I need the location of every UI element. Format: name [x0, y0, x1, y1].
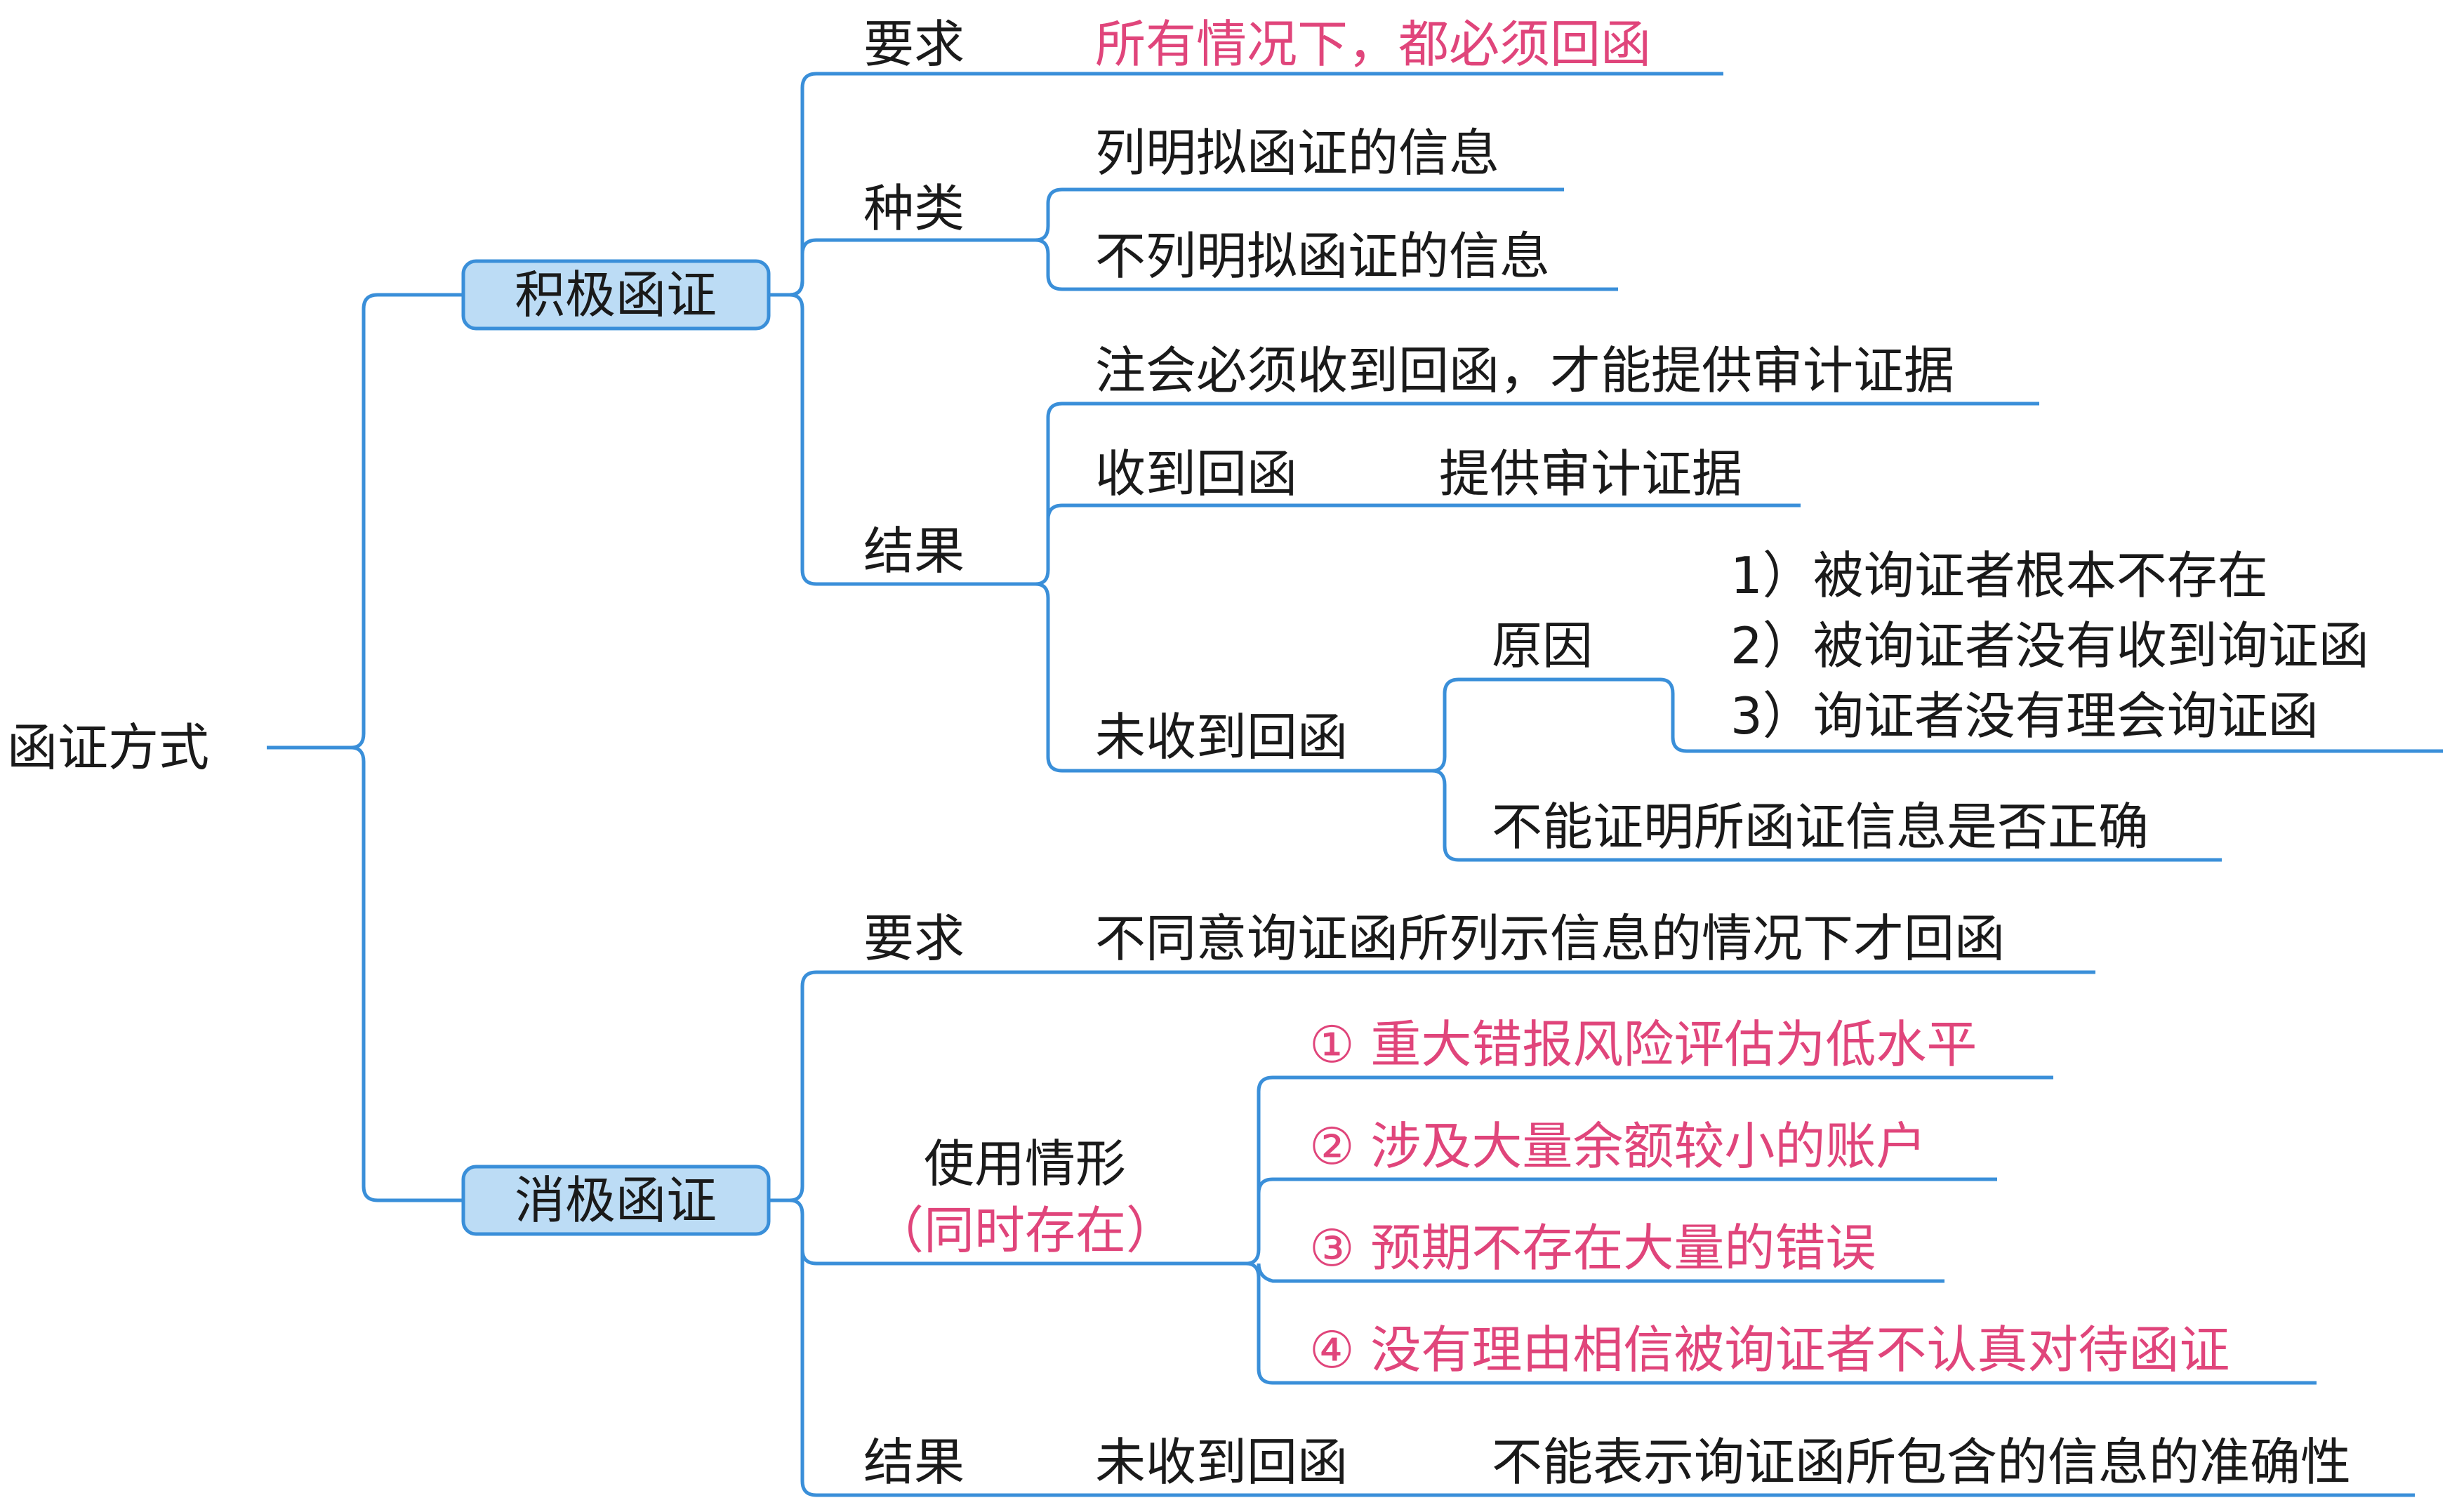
usage-item-1: ① 重大错报风险评估为低水平	[1309, 1015, 1977, 1074]
positive-node-label: 积极函证	[515, 265, 717, 324]
positive-requirement-text: 所有情况下，都必须回函	[1095, 15, 1651, 74]
not-received-conclusion: 不能证明所函证信息是否正确	[1492, 797, 2149, 856]
usage-sublabel: （同时存在）	[873, 1201, 1177, 1260]
positive-node-box[interactable]	[461, 259, 771, 331]
negative-not-received: 未收到回函	[1095, 1433, 1348, 1492]
usage-item-4: ④ 没有理由相信被询证者不认真对待函证	[1309, 1320, 2229, 1379]
negative-requirement-label: 要求	[863, 909, 965, 968]
negative-node-label: 消极函证	[515, 1171, 717, 1230]
root-label: 函证方式	[7, 718, 209, 777]
usage-item-2: ② 涉及大量余额较小的账户	[1309, 1117, 1926, 1176]
reason-3: 3）询证者没有理会询证函	[1730, 687, 2319, 745]
positive-not-received-label: 未收到回函	[1095, 708, 1348, 767]
negative-result-label: 结果	[863, 1433, 965, 1492]
positive-received-label: 收到回函	[1095, 444, 1297, 503]
positive-types-label: 种类	[863, 179, 965, 238]
positive-result-label: 结果	[863, 522, 965, 581]
positive-requirement-label: 要求	[863, 15, 965, 74]
usage-item-3: ③ 预期不存在大量的错误	[1309, 1219, 1876, 1278]
reasons-label: 原因	[1492, 616, 1593, 675]
positive-type-2: 不列明拟函证的信息	[1095, 227, 1550, 286]
usage-label: 使用情形	[924, 1134, 1126, 1193]
positive-type-1: 列明拟函证的信息	[1095, 124, 1499, 183]
connectors	[267, 72, 2443, 1497]
reason-2: 2）被询证者没有收到询证函	[1730, 616, 2369, 675]
negative-requirement-text: 不同意询证函所列示信息的情况下才回函	[1095, 909, 2005, 968]
positive-result-note: 注会必须收到回函，才能提供审计证据	[1095, 341, 1954, 400]
negative-result-text: 不能表示询证函所包含的信息的准确性	[1492, 1433, 2351, 1492]
reason-1: 1）被询证者根本不存在	[1730, 546, 2268, 605]
negative-node-box[interactable]	[461, 1165, 771, 1236]
positive-received-text: 提供审计证据	[1439, 444, 1742, 503]
